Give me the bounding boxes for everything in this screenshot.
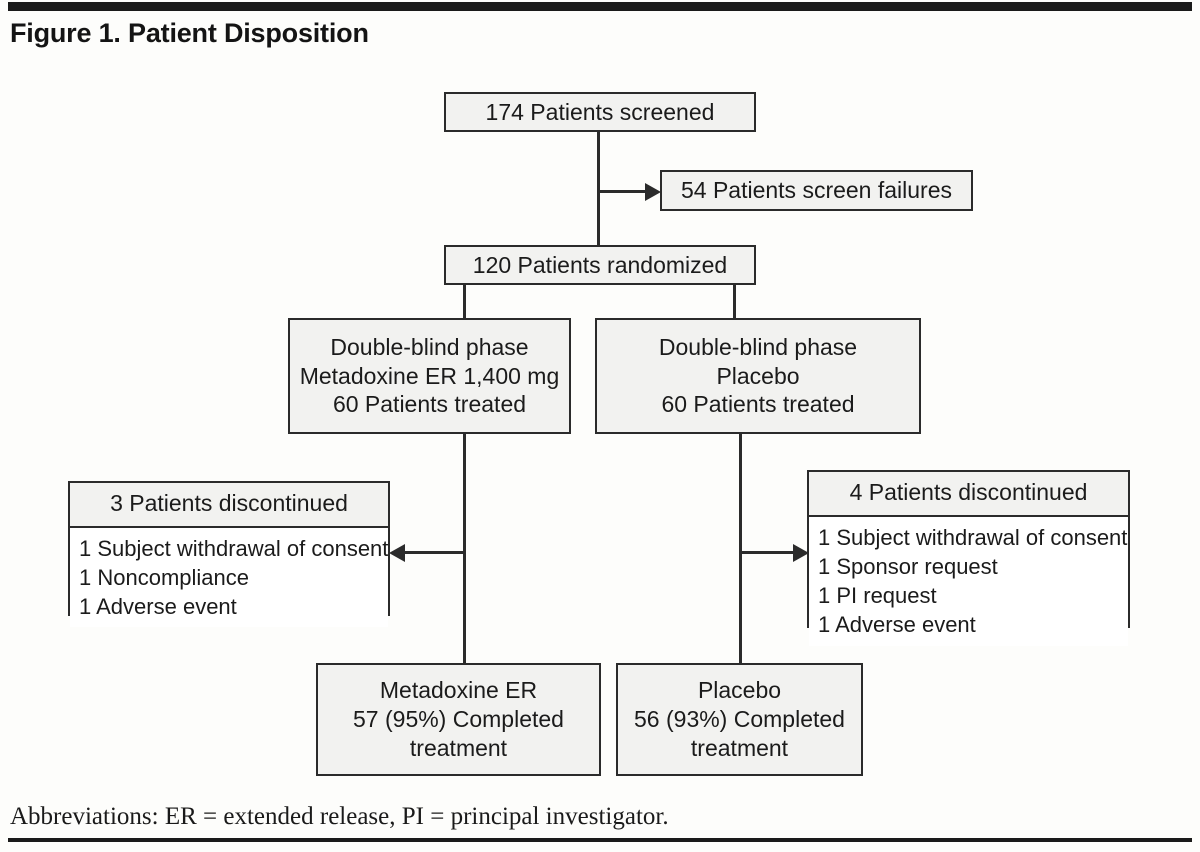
node-completed-metadoxine-line3: treatment bbox=[409, 734, 508, 761]
node-patients-screened-label: 174 Patients screened bbox=[485, 98, 715, 125]
node-patients-randomized[interactable]: 120 Patients randomized bbox=[444, 245, 756, 285]
discontinued-placebo-reason-2: 1 Sponsor request bbox=[818, 553, 998, 579]
connector-placebo-to-discontinued bbox=[739, 551, 794, 554]
connector-active-to-discontinued bbox=[404, 551, 466, 554]
node-discontinued-metadoxine[interactable]: 3 Patients discontinued 1 Subject withdr… bbox=[68, 481, 390, 628]
node-completed-placebo[interactable]: Placebo 56 (93%) Completed treatment bbox=[616, 663, 863, 776]
discontinued-placebo-reason-3: 1 PI request bbox=[818, 583, 937, 609]
node-arm-metadoxine-line2: Metadoxine ER 1,400 mg bbox=[299, 362, 560, 389]
arrowhead-disc-placebo-icon bbox=[793, 544, 809, 562]
node-completed-placebo-line1: Placebo bbox=[697, 677, 782, 704]
node-completed-placebo-line3: treatment bbox=[690, 734, 789, 761]
connector-randomized-to-active-v1 bbox=[463, 284, 466, 323]
node-discontinued-placebo[interactable]: 4 Patients discontinued 1 Subject withdr… bbox=[807, 470, 1130, 646]
connector-placebo-arm-trunk bbox=[739, 432, 742, 667]
figure-title: Figure 1. Patient Disposition bbox=[10, 18, 369, 48]
top-rule bbox=[8, 2, 1192, 11]
discontinued-metadoxine-reason-1: 1 Subject withdrawal of consent bbox=[79, 535, 389, 561]
figure-footnote: Abbreviations: ER = extended release, PI… bbox=[10, 803, 669, 830]
node-discontinued-metadoxine-header: 3 Patients discontinued bbox=[70, 483, 388, 528]
arrowhead-disc-active-icon bbox=[389, 544, 405, 562]
node-discontinued-placebo-reasons: 1 Subject withdrawal of consent 1 Sponso… bbox=[809, 516, 1128, 646]
node-discontinued-placebo-header: 4 Patients discontinued bbox=[809, 472, 1128, 517]
node-arm-metadoxine[interactable]: Double-blind phase Metadoxine ER 1,400 m… bbox=[288, 318, 571, 434]
node-arm-placebo-line1: Double-blind phase bbox=[658, 333, 858, 360]
node-patients-screened[interactable]: 174 Patients screened bbox=[444, 92, 756, 132]
node-screen-failures[interactable]: 54 Patients screen failures bbox=[660, 170, 973, 211]
connector-screened-to-screenfail bbox=[597, 190, 645, 193]
node-completed-metadoxine[interactable]: Metadoxine ER 57 (95%) Completed treatme… bbox=[316, 663, 601, 776]
connector-randomized-to-placebo-v1 bbox=[733, 284, 736, 323]
node-patients-randomized-label: 120 Patients randomized bbox=[472, 251, 728, 278]
connector-active-arm-trunk bbox=[463, 432, 466, 667]
node-arm-metadoxine-line1: Double-blind phase bbox=[330, 333, 529, 360]
node-arm-placebo-line3: 60 Patients treated bbox=[661, 391, 855, 418]
node-screen-failures-label: 54 Patients screen failures bbox=[680, 177, 953, 204]
node-completed-metadoxine-line1: Metadoxine ER bbox=[379, 677, 538, 704]
node-discontinued-metadoxine-reasons: 1 Subject withdrawal of consent 1 Noncom… bbox=[70, 527, 389, 628]
bottom-rule bbox=[8, 838, 1192, 842]
discontinued-placebo-reason-4: 1 Adverse event bbox=[818, 612, 976, 638]
discontinued-placebo-reason-1: 1 Subject withdrawal of consent bbox=[818, 524, 1128, 550]
node-arm-placebo-line2: Placebo bbox=[716, 362, 800, 389]
discontinued-metadoxine-reason-2: 1 Noncompliance bbox=[79, 564, 249, 590]
node-completed-placebo-line2: 56 (93%) Completed bbox=[634, 706, 845, 733]
node-completed-metadoxine-line2: 57 (95%) Completed bbox=[353, 706, 564, 733]
arrowhead-screenfail-icon bbox=[645, 183, 661, 201]
node-arm-metadoxine-line3: 60 Patients treated bbox=[332, 391, 527, 418]
node-arm-placebo[interactable]: Double-blind phase Placebo 60 Patients t… bbox=[595, 318, 921, 434]
discontinued-metadoxine-reason-3: 1 Adverse event bbox=[79, 594, 237, 620]
